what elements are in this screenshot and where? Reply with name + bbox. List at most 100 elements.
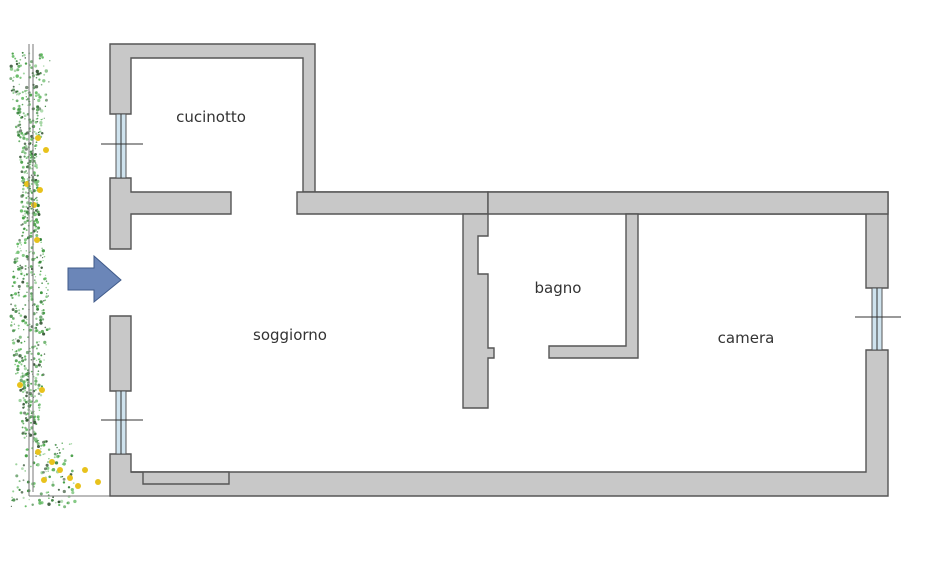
foliage-dot [42, 470, 45, 474]
foliage-dot [52, 496, 54, 499]
foliage-dot [30, 422, 32, 424]
foliage-dot [22, 72, 25, 75]
foliage-dot [22, 402, 25, 406]
foliage-dot [23, 241, 27, 245]
foliage-dot [34, 379, 38, 383]
foliage-dot [38, 128, 41, 130]
foliage-dot [18, 398, 22, 403]
foliage-dot [42, 440, 45, 444]
foliage-dot [11, 329, 15, 333]
foliage-dot [38, 153, 41, 156]
foliage-dot [14, 57, 17, 60]
foliage-dot [44, 69, 48, 73]
window-camera [855, 287, 901, 351]
foliage-dot [38, 95, 42, 99]
foliage-dot [51, 468, 54, 472]
foliage-dot [45, 470, 47, 473]
foliage-dot [35, 155, 38, 158]
foliage-dot [47, 448, 51, 451]
foliage-dot [36, 415, 40, 419]
foliage-dot [23, 220, 27, 225]
foliage-dot [25, 250, 28, 252]
foliage-dot [22, 295, 25, 298]
foliage-dot [11, 285, 14, 288]
foliage-dot [39, 130, 42, 133]
foliage-dot [27, 336, 29, 338]
foliage-dot [41, 56, 44, 59]
foliage-dot [39, 270, 42, 273]
foliage-dot [44, 93, 48, 97]
foliage-dot [33, 153, 37, 157]
outer-wall-left [109, 43, 889, 289]
foliage-dot [48, 81, 50, 83]
foliage-dot [9, 77, 13, 81]
foliage-dot [37, 213, 41, 216]
foliage-dot [45, 344, 47, 346]
foliage-dot [29, 130, 32, 133]
foliage-dot [26, 156, 29, 159]
foliage-dot [45, 286, 47, 289]
foliage-dot [18, 266, 22, 271]
foliage-dot [46, 293, 48, 295]
foliage-dot [26, 284, 29, 288]
foliage-dot [13, 69, 17, 73]
foliage-dot [24, 470, 27, 472]
foliage-dot [41, 309, 43, 312]
foliage-dot [43, 467, 47, 471]
foliage-dot [26, 178, 29, 180]
foliage-dot [59, 499, 64, 504]
foliage-dot [24, 132, 27, 136]
foliage-dot [20, 363, 23, 366]
foliage-dot [26, 412, 29, 415]
foliage-dot [11, 308, 15, 312]
foliage-dot [30, 465, 32, 468]
foliage-dot [20, 131, 24, 135]
flower-dot [67, 475, 73, 481]
foliage-dot [26, 282, 29, 285]
foliage-dot [12, 275, 16, 279]
flower-dot [39, 387, 45, 393]
foliage-dot [16, 68, 20, 72]
flower-dot [35, 449, 41, 455]
foliage-dot [15, 372, 17, 375]
foliage-dot [52, 481, 54, 483]
foliage-dot [19, 314, 23, 317]
foliage-dot [39, 254, 42, 257]
foliage-dot [62, 481, 66, 484]
foliage-dot [15, 99, 19, 103]
foliage-dot [31, 503, 34, 507]
flower-dot [35, 135, 41, 141]
foliage-dot [18, 288, 21, 291]
foliage-dot [23, 436, 26, 439]
foliage-dot [22, 383, 26, 387]
foliage-dot [29, 265, 33, 268]
foliage-dot [32, 159, 36, 163]
foliage-dot [34, 145, 36, 148]
foliage-dot [29, 388, 32, 392]
foliage-dot [20, 341, 23, 344]
foliage-dot [41, 256, 44, 259]
foliage-dot [29, 163, 32, 166]
foliage-dot [39, 72, 42, 75]
foliage-dot [37, 392, 41, 395]
foliage-dot [24, 147, 28, 151]
foliage-dot [16, 364, 20, 368]
foliage-dot [29, 150, 33, 153]
foliage-dot [58, 449, 60, 451]
foliage-dot [26, 89, 28, 92]
foliage-dot [29, 205, 31, 208]
foliage-dot [18, 62, 21, 65]
foliage-dot [19, 110, 22, 113]
foliage-dot [31, 168, 33, 170]
foliage-dot [36, 463, 40, 467]
foliage-dot [22, 496, 25, 499]
foliage-dot [43, 359, 45, 361]
foliage-dot [47, 502, 51, 506]
foliage-dot [24, 505, 27, 508]
foliage-dot [22, 227, 26, 231]
foliage-dot [23, 171, 26, 174]
foliage-dot [23, 155, 26, 158]
foliage-dot [25, 85, 29, 90]
foliage-dot [45, 295, 48, 299]
